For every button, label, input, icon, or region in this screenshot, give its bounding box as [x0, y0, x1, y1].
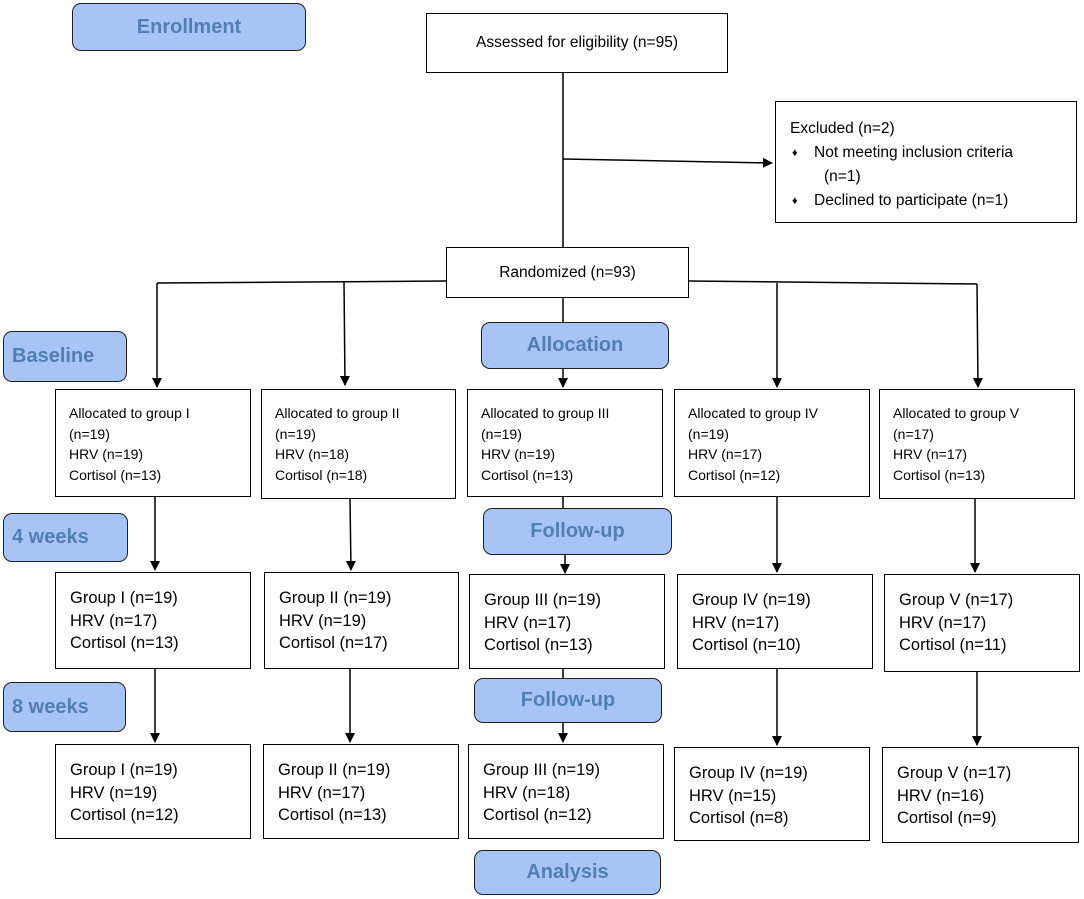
allocation-box-group-4: Allocated to group IV (n=19) HRV (n=17) …: [674, 389, 870, 497]
excluded-title: Excluded (n=2): [790, 120, 895, 137]
randomized-label: Randomized (n=93): [499, 263, 636, 281]
allocation-box-group-3: Allocated to group III (n=19) HRV (n=19)…: [467, 389, 663, 497]
week4-box-group-3: Group III (n=19) HRV (n=17) Cortisol (n=…: [469, 574, 665, 669]
week8-hrv: HRV (n=16): [897, 786, 985, 805]
week4-cortisol: Cortisol (n=10): [692, 636, 801, 654]
phase-baseline: Baseline: [3, 331, 127, 382]
allocation-n: (n=19): [688, 425, 729, 442]
week8-group: Group III (n=19): [483, 761, 600, 779]
week8-cortisol: Cortisol (n=13): [278, 806, 387, 824]
allocation-label: Allocated to group III: [481, 405, 610, 421]
arrow-to-excluded: [562, 157, 773, 168]
allocation-cortisol: Cortisol (n=13): [69, 466, 162, 483]
week4-group: Group III (n=19): [484, 591, 601, 609]
allocation-box-group-2: Allocated to group II (n=19) HRV (n=18) …: [261, 389, 456, 499]
assessed-box: Assessed for eligibility (n=95): [426, 13, 728, 73]
week4-box-group-1: Group I (n=19) HRV (n=17) Cortisol (n=13…: [55, 572, 251, 669]
week8-box-group-1: Group I (n=19) HRV (n=19) Cortisol (n=12…: [55, 744, 251, 839]
excluded-item-2-text: Declined to participate (n=1): [814, 191, 1009, 209]
week4-group: Group IV (n=19): [692, 591, 811, 609]
week8-group: Group V (n=17): [897, 764, 1012, 782]
excluded-item-1: ♦ Not meeting inclusion criteria: [790, 141, 1076, 166]
assessed-label: Assessed for eligibility (n=95): [475, 34, 679, 51]
week4-cortisol: Cortisol (n=13): [484, 636, 593, 654]
allocation-hrv: HRV (n=19): [69, 446, 144, 462]
week8-group: Group I (n=19): [70, 761, 178, 779]
allocation-hrv: HRV (n=17): [688, 446, 763, 462]
week4-hrv: HRV (n=17): [70, 611, 158, 630]
excluded-item-2: ♦ Declined to participate (n=1): [790, 189, 1076, 214]
week8-box-group-3: Group III (n=19) HRV (n=18) Cortisol (n=…: [468, 744, 664, 839]
allocation-n: (n=19): [481, 425, 522, 442]
arrow-w4-2: [345, 498, 356, 571]
phase-enrollment: Enrollment: [72, 3, 306, 51]
arrow-alloc-2: [339, 280, 350, 386]
phase-4-weeks: 4 weeks: [3, 513, 128, 562]
week8-cortisol: Cortisol (n=12): [70, 806, 179, 824]
week4-group: Group II (n=19): [279, 589, 392, 607]
week8-cortisol: Cortisol (n=8): [689, 809, 789, 827]
allocation-cortisol: Cortisol (n=13): [893, 466, 986, 483]
phase-follow-up-2: Follow-up: [474, 678, 662, 723]
allocation-n: (n=17): [893, 425, 934, 442]
phase-8-weeks: 8 weeks: [3, 682, 126, 732]
bullet-diamond-icon: ♦: [792, 194, 798, 207]
allocation-cortisol: Cortisol (n=13): [481, 466, 574, 483]
allocation-box-group-1: Allocated to group I (n=19) HRV (n=19) C…: [55, 389, 251, 497]
phase-follow-up-1: Follow-up: [483, 508, 672, 555]
week4-group: Group V (n=17): [899, 591, 1014, 609]
allocation-cortisol: Cortisol (n=12): [688, 466, 781, 483]
week8-hrv: HRV (n=15): [689, 786, 777, 805]
allocation-n: (n=19): [275, 425, 316, 442]
phase-analysis: Analysis: [474, 850, 661, 895]
week4-group: Group I (n=19): [70, 589, 178, 607]
phase-allocation: Allocation: [481, 322, 669, 369]
week8-box-group-4: Group IV (n=19) HRV (n=15) Cortisol (n=8…: [674, 747, 870, 841]
week8-hrv: HRV (n=18): [483, 783, 571, 802]
excluded-item-1-line-2: (n=1): [824, 168, 861, 185]
allocation-n: (n=19): [69, 425, 110, 442]
connector-split-left: [156, 280, 447, 284]
week4-hrv: HRV (n=19): [279, 611, 367, 630]
week4-cortisol: Cortisol (n=17): [279, 634, 388, 652]
week8-cortisol: Cortisol (n=9): [897, 809, 997, 827]
bullet-diamond-icon: ♦: [792, 146, 798, 159]
week4-box-group-2: Group II (n=19) HRV (n=19) Cortisol (n=1…: [264, 572, 459, 669]
week8-hrv: HRV (n=17): [278, 783, 366, 802]
week8-group: Group IV (n=19): [689, 764, 808, 782]
week4-box-group-5: Group V (n=17) HRV (n=17) Cortisol (n=11…: [884, 574, 1080, 672]
week4-hrv: HRV (n=17): [899, 613, 987, 632]
week4-cortisol: Cortisol (n=11): [899, 636, 1007, 654]
excluded-box: Excluded (n=2) ♦ Not meeting inclusion cr…: [775, 101, 1077, 223]
allocation-label: Allocated to group I: [69, 405, 190, 421]
week4-hrv: HRV (n=17): [692, 613, 780, 632]
allocation-hrv: HRV (n=17): [893, 446, 968, 462]
week8-box-group-5: Group V (n=17) HRV (n=16) Cortisol (n=9): [882, 747, 1079, 843]
allocation-hrv: HRV (n=19): [481, 446, 556, 462]
week8-box-group-2: Group II (n=19) HRV (n=17) Cortisol (n=1…: [263, 744, 459, 839]
allocation-label: Allocated to group II: [275, 405, 400, 421]
arrow-alloc-5: [972, 283, 983, 388]
allocation-label: Allocated to group IV: [688, 405, 818, 421]
week8-group: Group II (n=19): [278, 761, 391, 779]
excluded-item-1-line-1: Not meeting inclusion criteria: [814, 143, 1014, 161]
randomized-box: Randomized (n=93): [446, 247, 689, 298]
week4-cortisol: Cortisol (n=13): [70, 634, 179, 652]
allocation-box-group-5: Allocated to group V (n=17) HRV (n=17) C…: [879, 389, 1075, 499]
allocation-cortisol: Cortisol (n=18): [275, 466, 368, 483]
allocation-hrv: HRV (n=18): [275, 446, 350, 462]
week8-cortisol: Cortisol (n=12): [483, 806, 592, 824]
week4-hrv: HRV (n=17): [484, 613, 572, 632]
week8-hrv: HRV (n=19): [70, 783, 158, 802]
allocation-label: Allocated to group V: [893, 405, 1020, 421]
connector-split-right: [688, 280, 978, 285]
week4-box-group-4: Group IV (n=19) HRV (n=17) Cortisol (n=1…: [677, 574, 873, 669]
